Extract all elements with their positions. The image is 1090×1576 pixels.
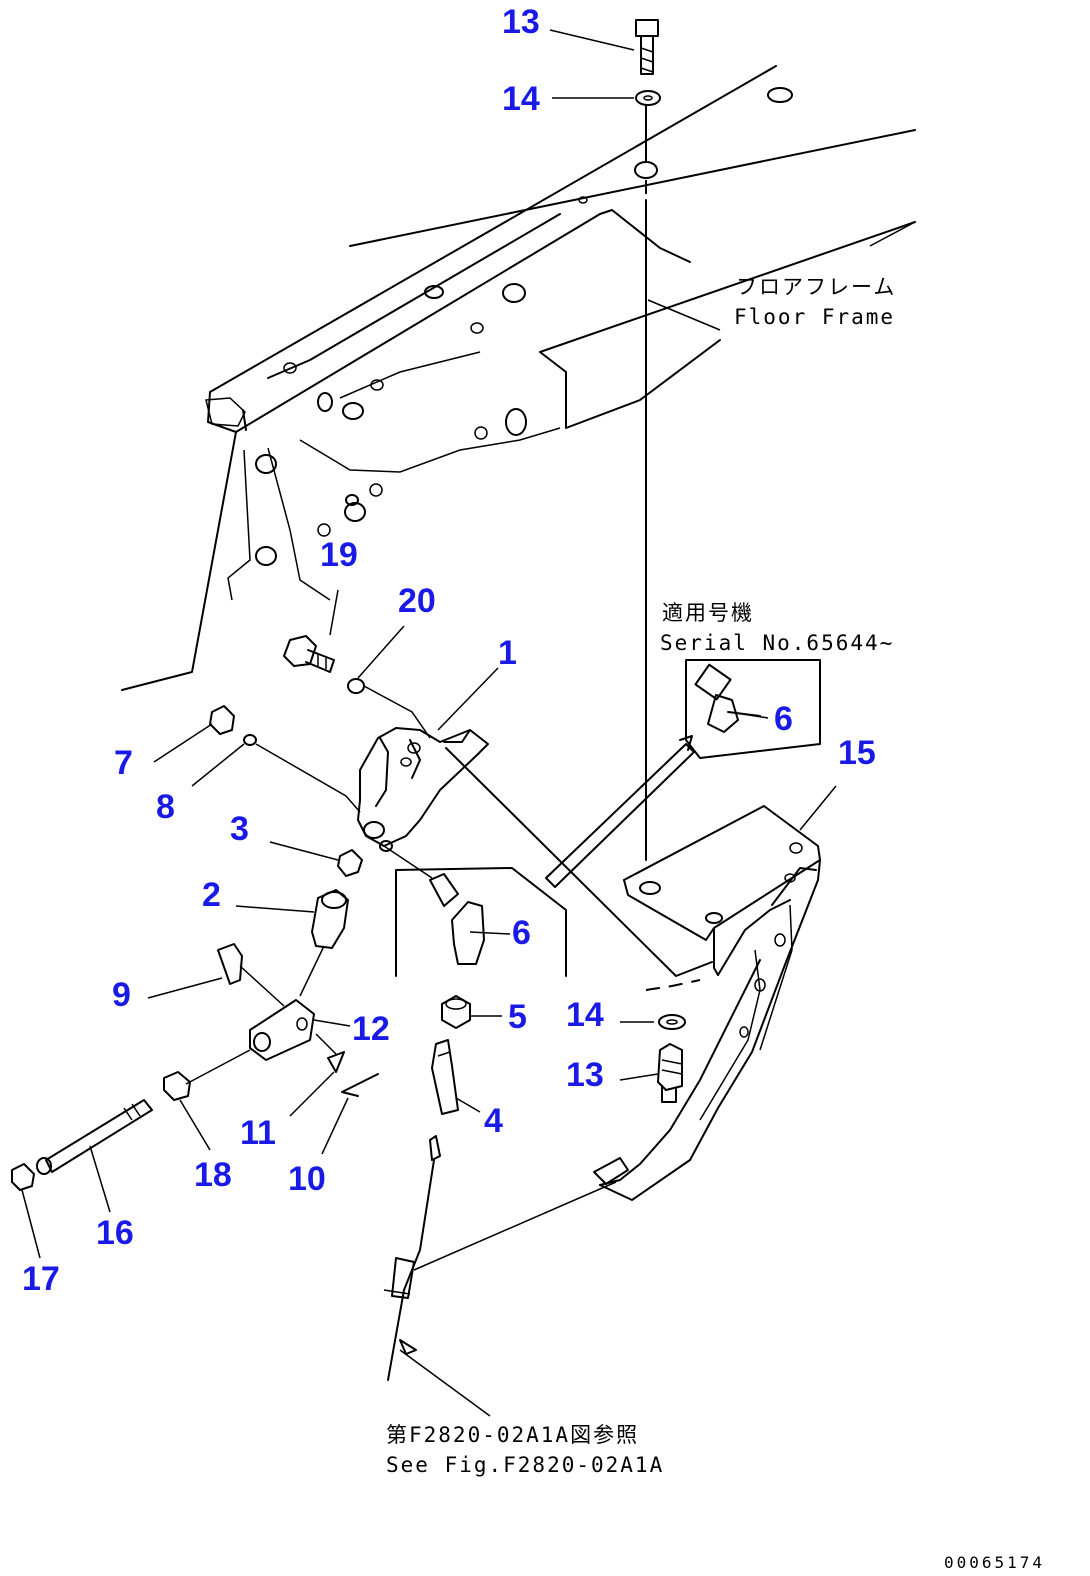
callout-6: 6 [512,914,531,952]
inset-arrow [545,735,695,888]
callout-5: 5 [508,998,527,1036]
nut-7 [153,705,235,763]
callout-2: 2 [202,876,221,914]
callout-16: 16 [96,1214,134,1252]
callout-20: 20 [398,582,436,620]
rod-16 [36,1099,153,1213]
washer-top [635,90,661,163]
floor-frame [121,65,916,691]
see-figure-label-en: See Fig.F2820-02A1A [386,1453,664,1477]
see-figure-label-jp: 第F2820-02A1A図参照 [386,1423,639,1447]
joint-6 [383,845,567,977]
nut-18 [163,1071,211,1151]
clip-10 [321,1073,379,1155]
cable [383,1135,617,1417]
callout-14-bottom: 14 [566,996,604,1034]
block-12 [185,999,351,1085]
washer-8 [191,734,361,813]
pin-11 [289,1033,345,1117]
nut-5 [441,995,502,1029]
rod-end-4 [431,1039,481,1115]
washer-20 [347,625,431,739]
callout-13-top: 13 [502,3,540,41]
callout-18: 18 [194,1156,232,1194]
pin-9 [147,943,285,1007]
callout-13-bottom: 13 [566,1056,604,1094]
serial-label-en: Serial No.65644~ [660,631,894,655]
joint-2 [235,889,349,997]
floor-frame-label-en: Floor Frame [734,305,895,329]
bolt-19 [283,589,339,673]
callout-9: 9 [112,976,131,1014]
bolt-top [635,19,659,75]
callout-10: 10 [288,1160,326,1198]
callout-3: 3 [230,810,249,848]
washer-bolt-lower [619,979,701,1103]
document-number: 00065174 [944,1553,1045,1572]
callout-7: 7 [114,744,133,782]
callout-4: 4 [484,1102,503,1140]
callout-17: 17 [22,1260,60,1298]
bracket [593,805,821,1201]
nut-3 [269,841,363,877]
floor-frame-label-jp: フロアフレーム [736,275,896,299]
callout-19: 19 [320,536,358,574]
callout-15: 15 [838,734,876,772]
nut-17 [11,1163,41,1259]
leaders [437,29,837,831]
lever-assembly [357,727,713,977]
callout-11: 11 [240,1114,276,1152]
callout-8: 8 [156,788,175,826]
serial-inset [685,659,821,759]
callout-6-inset: 6 [774,700,793,738]
callout-12: 12 [352,1010,390,1048]
callout-14-top: 14 [502,80,540,118]
serial-label-jp: 適用号機 [662,601,754,625]
callout-1: 1 [498,634,517,672]
